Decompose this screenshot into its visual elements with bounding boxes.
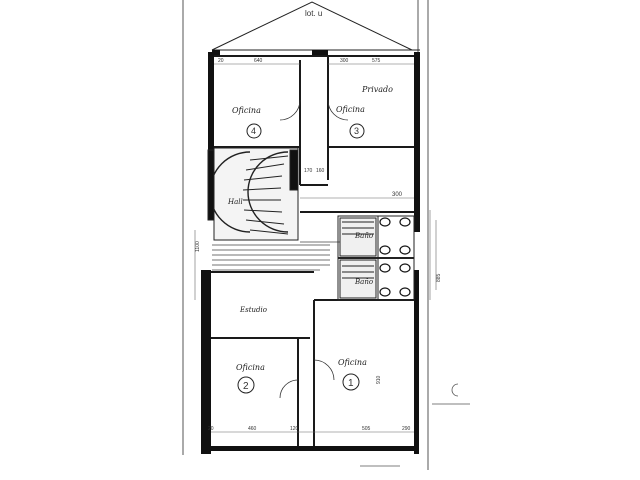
dim-mid-300: 300 — [392, 192, 403, 198]
dim-top-right-300: 300 — [340, 58, 349, 64]
interior-walls — [211, 55, 414, 446]
room-2-circle — [237, 376, 255, 394]
dim-side-910: 910 — [376, 375, 382, 384]
bath-upper-label: Baño — [354, 232, 373, 240]
dim-top-left-20: 20 — [218, 58, 224, 64]
dim-side-1100: 1100 — [195, 241, 201, 252]
top-sheet-text: lot. u — [305, 9, 322, 18]
sanitary-fixtures — [379, 217, 411, 297]
room-3-label: Oficina — [336, 105, 365, 114]
dim-bottom-120: 120 — [290, 426, 299, 432]
room-3-circle — [349, 123, 365, 139]
bath-lower-label: Baño — [354, 278, 373, 286]
door-swings — [279, 99, 349, 399]
room-1-circle — [342, 373, 360, 391]
dim-top-left-640: 640 — [254, 58, 263, 64]
lower-space-label: Estudio — [239, 306, 267, 314]
room-4-number: 4 — [251, 126, 256, 136]
dim-mid-170: 170 — [304, 168, 313, 174]
bathroom-block — [337, 215, 415, 301]
exterior-walls — [201, 50, 420, 454]
room-4-circle — [246, 123, 262, 139]
dim-bottom-505: 505 — [362, 426, 371, 432]
dim-top-right-575: 575 — [372, 58, 381, 64]
room-3-number: 3 — [354, 126, 359, 136]
room-1-label: Oficina — [338, 358, 367, 367]
hall-floor-hatching — [212, 241, 340, 271]
dimension-lines — [194, 63, 437, 433]
staircase — [207, 147, 299, 241]
handwritten-note: Privado — [361, 85, 393, 94]
room-2-number: 2 — [243, 381, 249, 392]
dim-mid-160: 160 — [316, 168, 325, 174]
room-4-label: Oficina — [232, 106, 261, 115]
dim-bottom-460: 460 — [248, 426, 257, 432]
dim-side-885: 885 — [436, 273, 442, 282]
dim-bottom-20: 20 — [208, 426, 214, 432]
stray-marks — [360, 383, 470, 467]
room-1-number: 1 — [348, 378, 354, 389]
room-2-label: Oficina — [236, 363, 265, 372]
hall-label: Hall — [227, 198, 243, 206]
dim-bottom-290: 290 — [402, 426, 411, 432]
